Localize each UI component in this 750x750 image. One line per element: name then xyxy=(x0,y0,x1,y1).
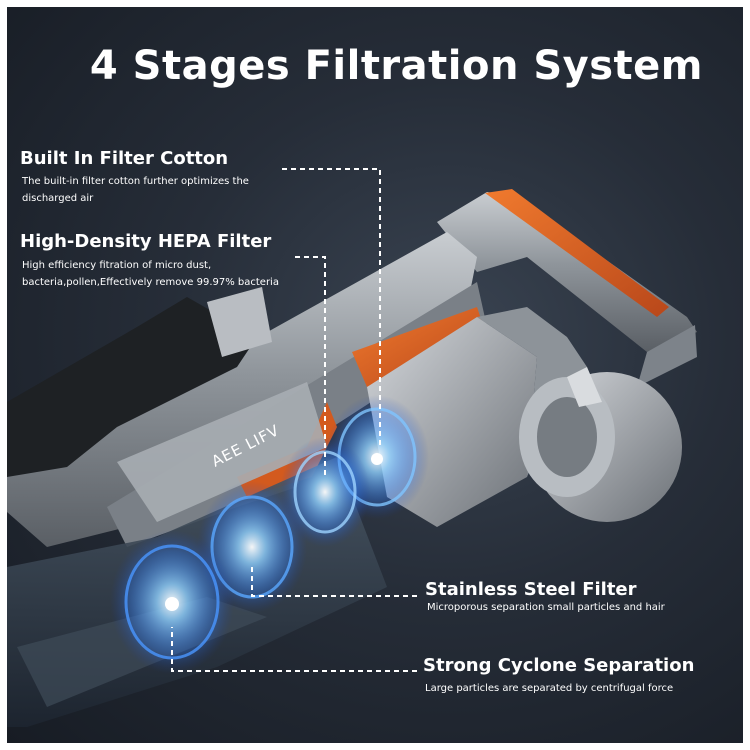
callout-line-cotton xyxy=(282,168,381,447)
feature-desc-hepa: High efficiency fitration of micro dust,… xyxy=(22,260,279,288)
orange-accent xyxy=(352,307,487,387)
feature-desc-cyclone: Large particles are separated by centrif… xyxy=(425,683,674,694)
filter-glow-group xyxy=(110,395,429,674)
product-banner: 4 Stages Filtration System xyxy=(7,7,743,743)
outlet-inner xyxy=(537,397,597,477)
handle xyxy=(437,192,697,352)
feature-title-cotton: Built In Filter Cotton xyxy=(20,148,229,169)
vacuum-illustration: AEE LIFV xyxy=(7,168,697,727)
feature-title-hepa: High-Density HEPA Filter xyxy=(20,231,272,252)
front-clip xyxy=(207,287,272,357)
feature-title-steel: Stainless Steel Filter xyxy=(425,579,637,600)
outlet-latch xyxy=(567,367,602,407)
feature-desc-steel: Microporous separation small particles a… xyxy=(427,602,665,613)
callout-lines xyxy=(171,168,417,672)
filter-ring-cyclone xyxy=(124,544,220,660)
motor-neck xyxy=(477,307,587,477)
callout-line-cyclone xyxy=(171,627,417,672)
brand-panel xyxy=(117,382,327,522)
glow-core-1 xyxy=(371,453,383,465)
feature-title-cyclone: Strong Cyclone Separation xyxy=(423,655,695,676)
feature-desc-cotton: The built-in filter cotton further optim… xyxy=(22,176,249,204)
callout-line-hepa xyxy=(295,256,326,477)
handle-grip xyxy=(637,325,697,387)
glow-core-2 xyxy=(165,597,179,611)
banner-title: 4 Stages Filtration System xyxy=(89,43,703,89)
callout-line-steel xyxy=(251,567,417,597)
front-attachment xyxy=(7,297,257,477)
handle-trim xyxy=(485,189,669,317)
